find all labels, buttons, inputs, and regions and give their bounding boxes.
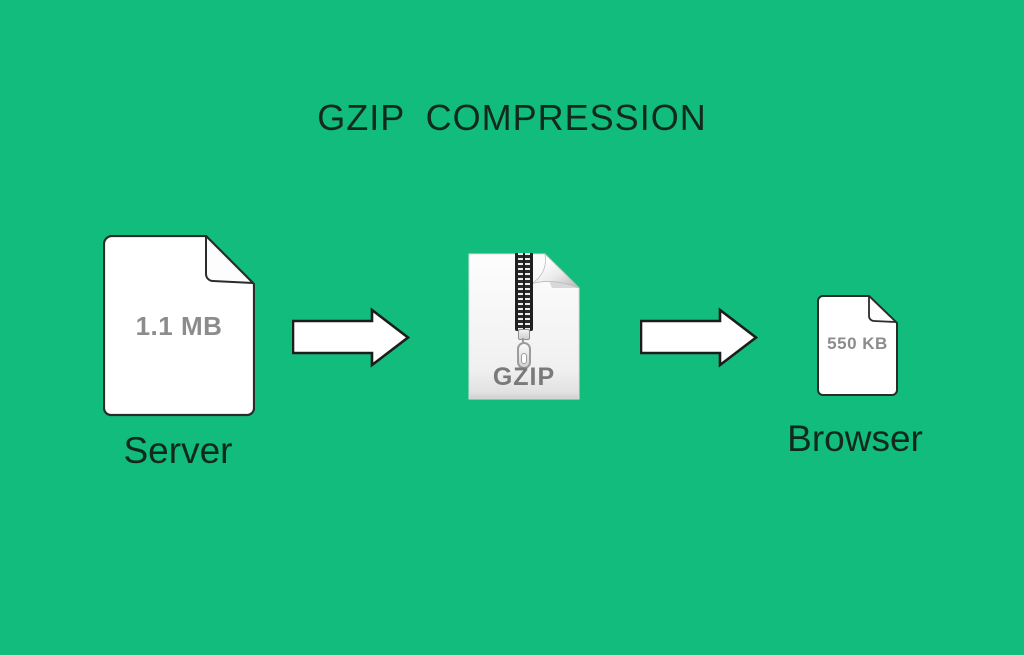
gzip-icon-label: GZIP bbox=[492, 363, 556, 391]
server-file-size: 1.1 MB bbox=[135, 311, 223, 341]
zipper-pull-hole bbox=[521, 353, 527, 364]
zipper-link-icon bbox=[522, 338, 524, 343]
server-file-icon: 1.1 MB bbox=[103, 235, 255, 417]
document-folded-corner-icon bbox=[817, 295, 898, 396]
document-folded-corner-icon bbox=[103, 235, 255, 417]
zipper-icon bbox=[515, 253, 533, 331]
arrow-right-icon bbox=[291, 307, 411, 369]
zipper-pull-icon bbox=[517, 342, 531, 369]
gzip-file-icon: GZIP bbox=[468, 253, 580, 400]
browser-file-icon: 550 KB bbox=[817, 295, 898, 397]
arrow-right-icon bbox=[639, 307, 759, 369]
browser-file-size: 550 KB bbox=[827, 334, 888, 353]
diagram-title: GZIP COMPRESSION bbox=[317, 97, 707, 138]
browser-label: Browser bbox=[787, 418, 923, 459]
server-label: Server bbox=[123, 430, 233, 471]
zipper-slider-icon bbox=[518, 329, 530, 340]
zipper-center-line bbox=[523, 253, 525, 331]
